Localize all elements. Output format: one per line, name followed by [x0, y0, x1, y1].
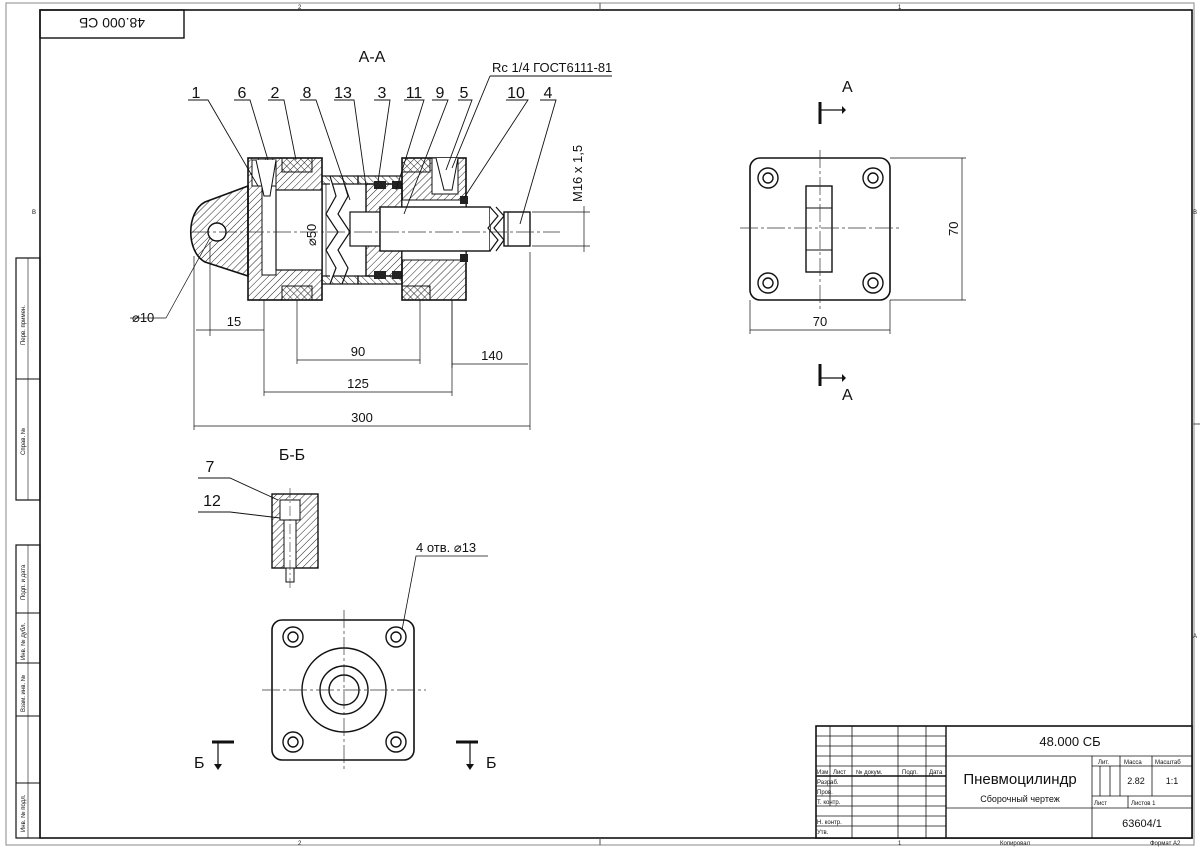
dim-300: 300	[351, 410, 373, 425]
end-view: 70 70 А А	[740, 79, 966, 404]
mirrored-stamp-text: 48.000 СБ	[79, 15, 145, 31]
dim-125: 125	[347, 376, 369, 391]
leader-5: 5	[460, 85, 469, 102]
leader-9: 9	[436, 85, 445, 102]
mirrored-stamp: 48.000 СБ	[39, 9, 185, 39]
tb-copied: Копировал	[1000, 841, 1031, 847]
leader-4: 4	[544, 85, 553, 102]
leader-13: 13	[334, 85, 352, 102]
outer-frame	[5, 2, 1195, 846]
tb-org: 63604/1	[1122, 818, 1162, 830]
tb-sheet: Лист	[1094, 801, 1107, 807]
zone-mark-top-right: 1	[898, 5, 902, 11]
tb-scale-label: Масштаб	[1155, 760, 1181, 766]
tb-scale: 1:1	[1166, 776, 1179, 786]
dim-140: 140	[481, 348, 503, 363]
leader-2: 2	[271, 85, 280, 102]
leader-11: 11	[406, 85, 423, 102]
tb-row-tkontr: Т. контр.	[817, 800, 841, 806]
tb-doc-type: Сборочный чертеж	[980, 794, 1060, 804]
section-bb-title: Б-Б	[279, 447, 305, 464]
title-block: 48.000 СБ Пневмоцилиндр Сборочный чертеж…	[815, 725, 1193, 839]
tb-row-razrab: Разраб.	[817, 780, 839, 786]
flange-view: 4 отв. ⌀13 Б Б	[194, 540, 497, 772]
cut-label-b-left: Б	[194, 755, 205, 772]
cut-label-a-bottom: А	[842, 387, 853, 404]
side-label-inv-podl: Инв. № подл.	[20, 794, 27, 832]
left-side-column: Перв. примен. Справ. № Подп. и дата Инв.…	[15, 257, 41, 839]
tb-format: Формат A2	[1150, 841, 1181, 847]
thread-size-dim: M16 x 1,5	[570, 145, 585, 202]
tb-designation: 48.000 СБ	[1039, 734, 1100, 749]
zone-mark-right-bottom: А	[1193, 634, 1197, 640]
tb-lit: Лит.	[1098, 760, 1109, 766]
zone-mark-left: В	[32, 210, 36, 216]
leader-10: 10	[507, 85, 525, 102]
tb-col-date: Дата	[929, 770, 943, 776]
side-label-podp: Подп. и дата	[21, 564, 27, 600]
side-label-sprav: Справ. №	[20, 428, 27, 455]
tb-col-doc: № докум.	[856, 769, 883, 776]
tb-col-sign: Подп.	[902, 770, 918, 776]
zone-mark-right-top: В	[1193, 210, 1197, 216]
bore-dia-dim: ⌀50	[304, 224, 319, 246]
side-label-vzam: Взам. инв. №	[20, 675, 27, 712]
leader-8: 8	[303, 85, 312, 102]
zone-mark-top-left: 2	[298, 5, 302, 11]
leader-3: 3	[378, 85, 387, 102]
dim-90: 90	[351, 344, 365, 359]
end-view-width: 70	[813, 314, 827, 329]
leader-6: 6	[238, 85, 247, 102]
section-aa-title: А-А	[359, 49, 386, 66]
side-label-perv: Перв. примен.	[21, 305, 27, 345]
thread-callout: Rc 1/4 ГОСТ6111-81	[492, 60, 612, 75]
cut-label-b-right: Б	[486, 755, 497, 772]
section-aa-view: А-А	[130, 49, 612, 430]
tb-row-nkontr: Н. контр.	[817, 820, 842, 826]
pin-dia-dim: ⌀10	[132, 310, 154, 325]
side-label-inv-dubl: Инв. № дубл.	[20, 623, 27, 660]
dim-15: 15	[227, 314, 241, 329]
tb-col-list: Лист	[833, 770, 846, 776]
tb-row-utv: Утв.	[817, 830, 829, 836]
cut-label-a-top: А	[842, 79, 853, 96]
leader-1: 1	[192, 85, 201, 102]
leader-12: 12	[203, 493, 221, 510]
tb-mass: 2.82	[1127, 776, 1145, 786]
section-bb-view: Б-Б 7 12	[198, 447, 319, 588]
tb-col-izm: Изм	[817, 770, 828, 776]
leader-7: 7	[206, 459, 215, 476]
holes-note: 4 отв. ⌀13	[416, 540, 476, 555]
zone-mark-bottom-left: 2	[298, 841, 302, 847]
end-view-height: 70	[946, 222, 961, 236]
tb-sheets: Листов 1	[1131, 801, 1156, 807]
inner-frame	[39, 9, 1193, 839]
zone-mark-bottom-right: 1	[898, 841, 902, 847]
tb-row-prov: Пров.	[817, 790, 833, 796]
tb-mass-label: Масса	[1124, 760, 1142, 766]
tb-name: Пневмоцилиндр	[963, 771, 1076, 788]
